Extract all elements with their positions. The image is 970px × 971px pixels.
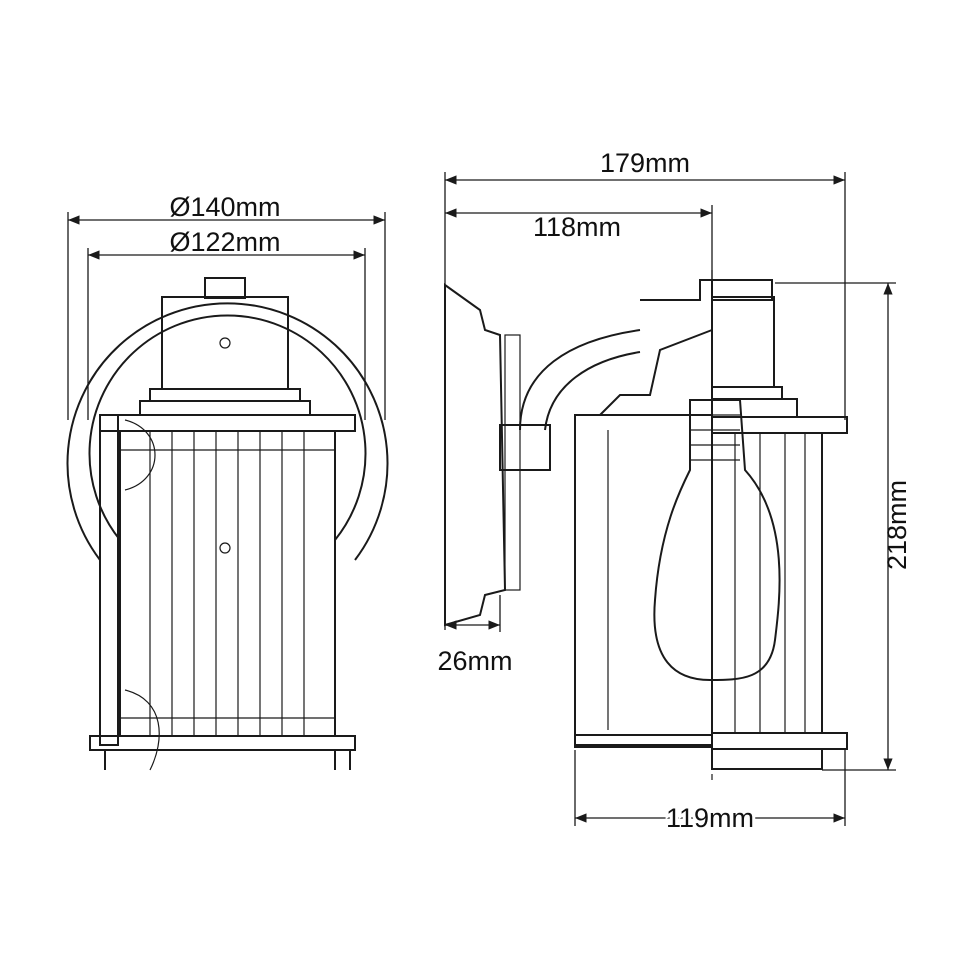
- arm-depth-label: 118mm: [533, 212, 621, 242]
- lantern-top: [711, 296, 775, 388]
- height-label: 218mm: [882, 480, 912, 570]
- backplate-outer-arc: [66, 302, 389, 561]
- backplate-inner-arc: [88, 314, 367, 541]
- cage: [119, 430, 336, 737]
- front-view: [66, 277, 389, 771]
- wall-plate: [444, 283, 507, 627]
- dimension-lines: [67, 172, 896, 826]
- backplate-depth-label: 26mm: [437, 646, 512, 676]
- cage-bars: [120, 431, 335, 736]
- collar: [149, 388, 301, 402]
- bulb: [653, 399, 781, 682]
- side-view: [444, 270, 848, 780]
- lantern-depth-label: 119mm: [666, 803, 754, 833]
- inner-diameter-label: Ø122mm: [169, 227, 280, 257]
- top-plate: [99, 414, 356, 432]
- bottom-plate: [89, 735, 356, 751]
- arm: [519, 329, 641, 431]
- side-body: [574, 414, 713, 746]
- wall-bracket: [499, 424, 551, 471]
- outer-diameter-label: Ø140mm: [169, 192, 280, 222]
- total-depth-label: 179mm: [600, 148, 690, 178]
- top-cap: [204, 277, 246, 299]
